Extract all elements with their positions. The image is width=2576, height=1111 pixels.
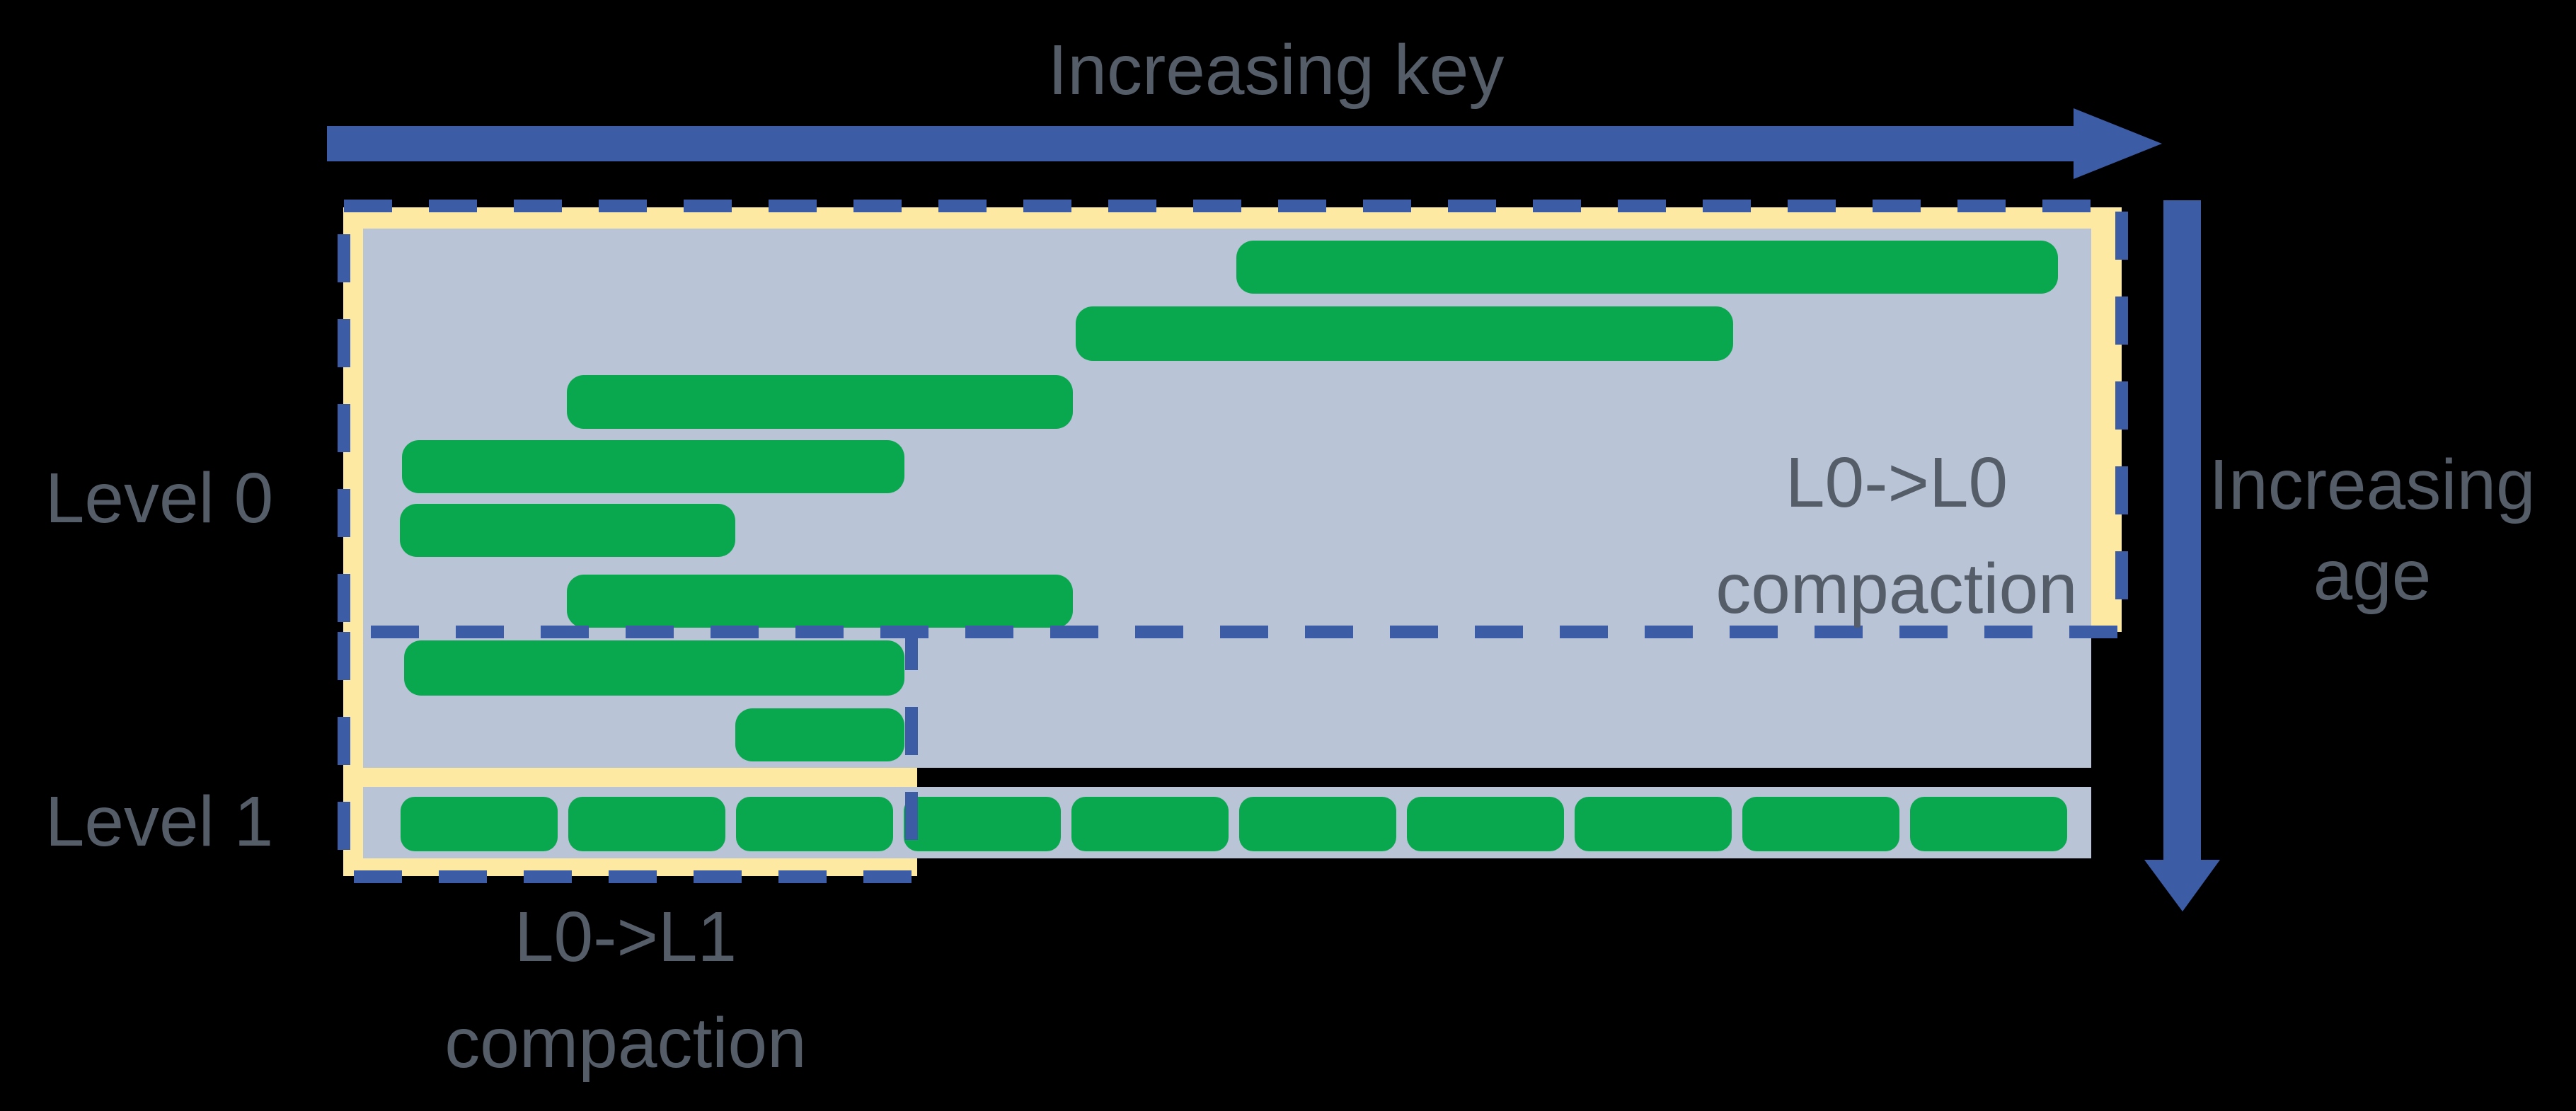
sstable-bar: [1742, 797, 1899, 851]
level0-sstables: [400, 241, 2058, 761]
increasing-age-label-line1: Increasing: [2209, 445, 2535, 524]
l0-l0-compaction-label-line1: L0->L0: [1786, 443, 2008, 522]
increasing-age-label-line2: age: [2313, 536, 2432, 615]
level0-label: Level 0: [45, 459, 273, 538]
sstable-bar: [1076, 306, 1733, 361]
sstable-bar: [401, 797, 558, 851]
l0-l1-compaction-label-line1: L0->L1: [514, 897, 737, 977]
l0-l1-compaction-label-line2: compaction: [444, 1003, 806, 1083]
level1-sstables: [401, 797, 2067, 851]
l0-l0-selection-border: [338, 200, 2128, 638]
sstable-bar: [404, 640, 904, 696]
increasing-age-arrow: [2144, 200, 2220, 911]
sstable-bar: [735, 708, 904, 761]
sstable-bar: [568, 797, 725, 851]
sstable-bar: [1236, 241, 2058, 294]
l0-l1-selection-border: [338, 632, 918, 883]
increasing-age-arrow-head: [2144, 860, 2220, 911]
sstable-bar: [1407, 797, 1564, 851]
sstable-bar: [567, 375, 1073, 429]
level1-label: Level 1: [45, 782, 273, 861]
l0-l0-compaction-label-line2: compaction: [1715, 549, 2077, 628]
sstable-bar: [1071, 797, 1229, 851]
increasing-key-arrow: [327, 108, 2162, 179]
increasing-key-arrow-shaft: [327, 126, 2074, 161]
increasing-key-arrow-head: [2074, 108, 2162, 179]
sstable-bar: [1910, 797, 2067, 851]
increasing-age-arrow-shaft: [2163, 200, 2201, 860]
sstable-bar: [567, 575, 1073, 628]
sstable-bar: [1575, 797, 1732, 851]
increasing-key-label: Increasing key: [1048, 30, 1505, 110]
sstable-bar: [736, 797, 893, 851]
sstable-bar: [402, 440, 904, 493]
sstable-bar: [400, 504, 735, 557]
sstable-bar: [1239, 797, 1396, 851]
sstable-bar: [904, 797, 1061, 851]
